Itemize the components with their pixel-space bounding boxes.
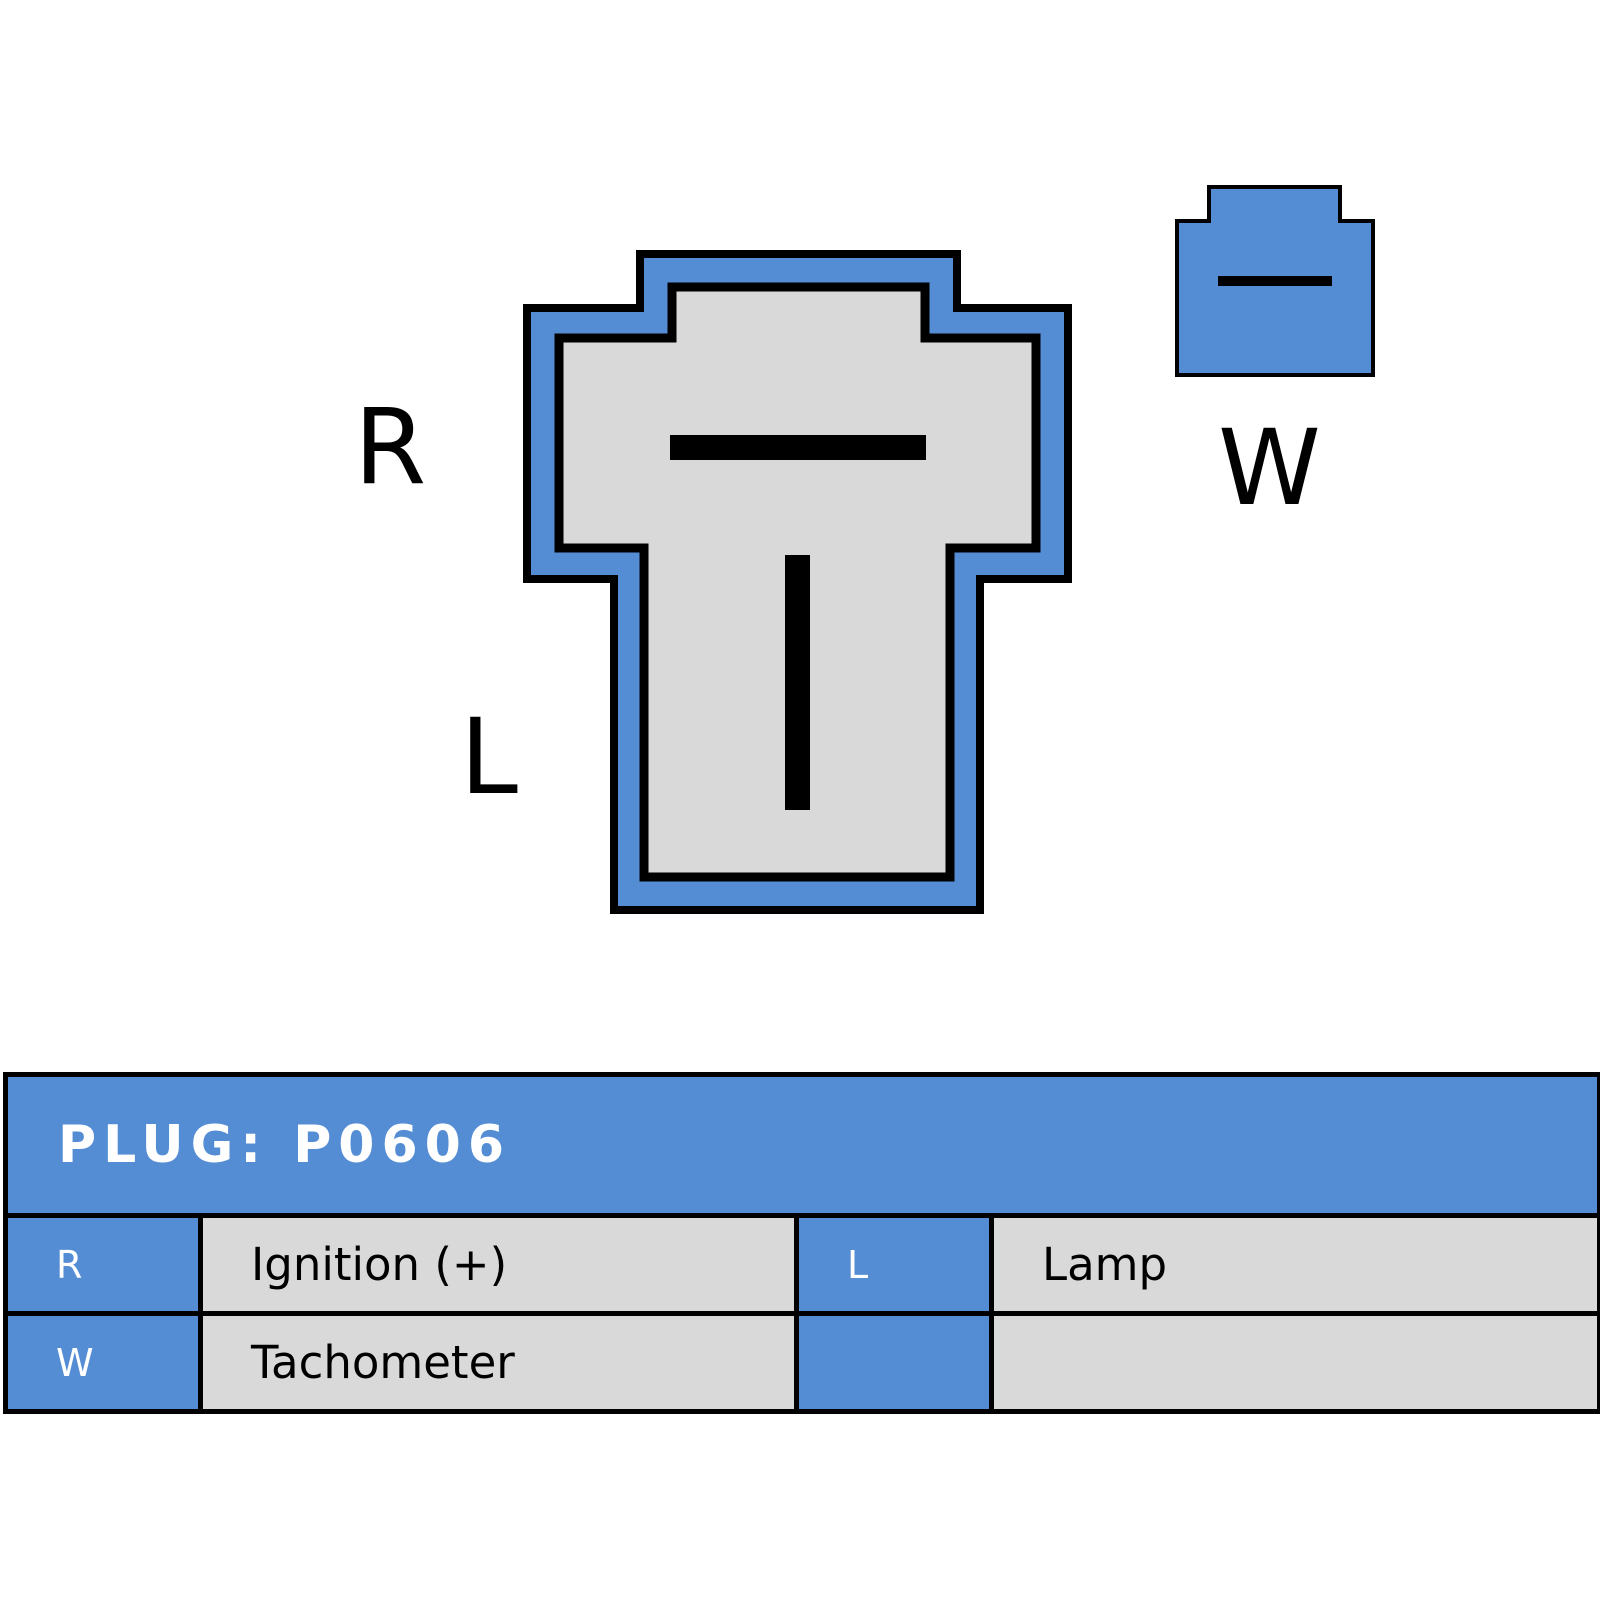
plug-pinout-table: PLUG: P0606 R Ignition (+) L Lamp W Tach… — [2, 1072, 1600, 1414]
label-r: R — [354, 386, 426, 508]
connector-diagram: R L W — [354, 185, 1375, 914]
terminal-w-blade — [1218, 276, 1332, 286]
label-w: W — [1218, 407, 1321, 529]
label-l: L — [460, 696, 518, 818]
table-header-row: PLUG: P0606 — [2, 1072, 1600, 1218]
plug-title: PLUG: P0606 — [2, 1072, 1600, 1218]
pin-label: R — [3, 1213, 203, 1316]
pin-function: Ignition (+) — [198, 1213, 799, 1316]
pin-label: L — [794, 1213, 994, 1316]
pin-function: Tachometer — [198, 1311, 799, 1414]
pin-label — [794, 1311, 994, 1414]
terminal-l-blade — [785, 555, 810, 810]
pin-function: Lamp — [988, 1213, 1600, 1316]
pin-function — [988, 1311, 1600, 1414]
table-row: W Tachometer — [3, 1311, 1600, 1414]
terminal-r-blade — [670, 435, 926, 460]
pin-label: W — [3, 1311, 203, 1414]
table-row: R Ignition (+) L Lamp — [3, 1213, 1600, 1316]
